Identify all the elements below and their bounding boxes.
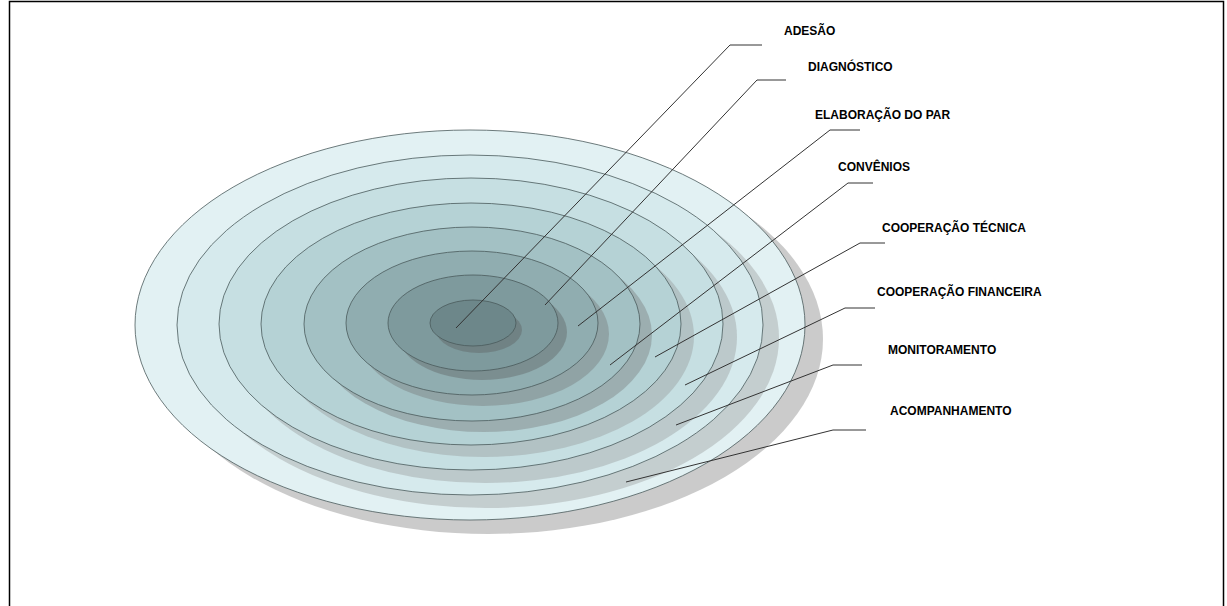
leader-line — [676, 365, 862, 425]
stage-label: ELABORAÇÃO DO PAR — [815, 108, 950, 122]
frame-border — [10, 2, 1224, 606]
ring-acompanhamento — [135, 130, 805, 520]
ring-adesao — [430, 300, 516, 346]
ring-convenios — [304, 227, 640, 421]
leader-line — [685, 308, 875, 385]
leader-line — [626, 430, 866, 482]
ring-cooperacao-financeira — [219, 178, 723, 470]
stage-label: CONVÊNIOS — [838, 160, 910, 174]
ring-cooperacao-tecnica — [261, 203, 681, 445]
stage-label: ACOMPANHAMENTO — [890, 404, 1012, 418]
stage-label: COOPERAÇÃO TÉCNICA — [882, 221, 1026, 235]
stage-label: COOPERAÇÃO FINANCEIRA — [877, 285, 1042, 299]
leader-line — [578, 130, 860, 326]
stage-label: ADESÃO — [784, 24, 835, 38]
leader-line — [655, 243, 885, 357]
ring-monitoramento — [177, 155, 763, 495]
leader-line — [456, 45, 762, 328]
stage-label: MONITORAMENTO — [888, 343, 996, 357]
stage-label: DIAGNÓSTICO — [808, 60, 893, 74]
leader-line — [610, 183, 873, 365]
ring-elaboracao — [346, 251, 598, 395]
ring-diagnostico — [388, 275, 558, 371]
